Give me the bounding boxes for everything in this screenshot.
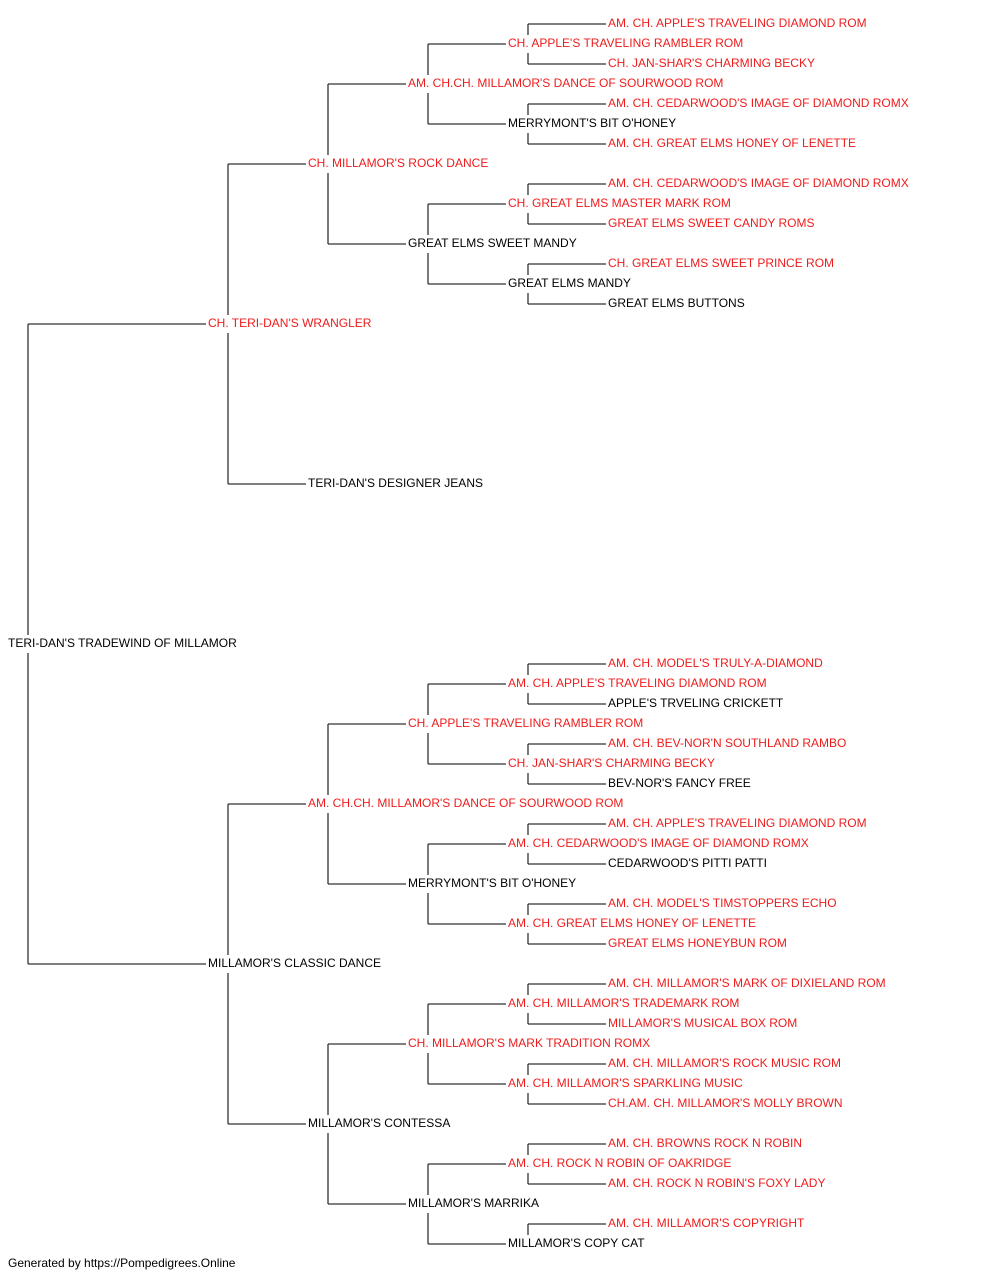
- dog-name-root-s-s-s-d-d: AM. CH. GREAT ELMS HONEY OF LENETTE: [608, 136, 856, 150]
- dog-name-root-d-s-s-d: CH. JAN-SHAR'S CHARMING BECKY: [508, 756, 715, 770]
- dog-name-root-d-s-d-d: AM. CH. GREAT ELMS HONEY OF LENETTE: [508, 916, 756, 930]
- dog-name-root-d-d-s-s-d: MILLAMOR'S MUSICAL BOX ROM: [608, 1016, 797, 1030]
- dog-name-root-s-s-d-s-d: GREAT ELMS SWEET CANDY ROMS: [608, 216, 814, 230]
- dog-name-root-s-s-s-s-s: AM. CH. APPLE'S TRAVELING DIAMOND ROM: [608, 16, 867, 30]
- dog-name-root-d: MILLAMOR'S CLASSIC DANCE: [208, 956, 381, 970]
- dog-name-root-d-s-d: MERRYMONT'S BIT O'HONEY: [408, 876, 576, 890]
- dog-name-root-d-s-s: CH. APPLE'S TRAVELING RAMBLER ROM: [408, 716, 643, 730]
- dog-name-root-s: CH. TERI-DAN'S WRANGLER: [208, 316, 372, 330]
- dog-name-root-s-s-d: GREAT ELMS SWEET MANDY: [408, 236, 577, 250]
- dog-name-root-d-s-d-s-s: AM. CH. APPLE'S TRAVELING DIAMOND ROM: [608, 816, 867, 830]
- dog-name-root-d-d-s-s: AM. CH. MILLAMOR'S TRADEMARK ROM: [508, 996, 739, 1010]
- dog-name-root-d-d-d-s-s: AM. CH. BROWNS ROCK N ROBIN: [608, 1136, 802, 1150]
- dog-name-root-d-d-d-d: MILLAMOR'S COPY CAT: [508, 1236, 645, 1250]
- dog-name-root-d-s-s-s-d: APPLE'S TRVELING CRICKETT: [608, 696, 784, 710]
- dog-name-root-d-s: AM. CH.CH. MILLAMOR'S DANCE OF SOURWOOD …: [308, 796, 623, 810]
- dog-name-root-s-s-d-s: CH. GREAT ELMS MASTER MARK ROM: [508, 196, 731, 210]
- dog-name-root-s-s-s-s-d: CH. JAN-SHAR'S CHARMING BECKY: [608, 56, 815, 70]
- dog-name-root-d-d-s-d-d: CH.AM. CH. MILLAMOR'S MOLLY BROWN: [608, 1096, 843, 1110]
- dog-name-root-d-s-d-d-s: AM. CH. MODEL'S TIMSTOPPERS ECHO: [608, 896, 837, 910]
- dog-name-root-d-s-d-s-d: CEDARWOOD'S PITTI PATTI: [608, 856, 767, 870]
- dog-name-root-d-s-s-d-d: BEV-NOR'S FANCY FREE: [608, 776, 751, 790]
- dog-name-root-d-s-s-d-s: AM. CH. BEV-NOR'N SOUTHLAND RAMBO: [608, 736, 846, 750]
- dog-name-root-s-s-d-d-s: CH. GREAT ELMS SWEET PRINCE ROM: [608, 256, 834, 270]
- dog-name-root-d-d-s-d-s: AM. CH. MILLAMOR'S ROCK MUSIC ROM: [608, 1056, 841, 1070]
- dog-name-root-s-s-d-d: GREAT ELMS MANDY: [508, 276, 631, 290]
- dog-name-root-d-d-s-s-s: AM. CH. MILLAMOR'S MARK OF DIXIELAND ROM: [608, 976, 886, 990]
- dog-name-root-d-s-d-s: AM. CH. CEDARWOOD'S IMAGE OF DIAMOND ROM…: [508, 836, 809, 850]
- dog-name-root-d-d-d-s-d: AM. CH. ROCK N ROBIN'S FOXY LADY: [608, 1176, 825, 1190]
- dog-name-root-d-s-s-s-s: AM. CH. MODEL'S TRULY-A-DIAMOND: [608, 656, 823, 670]
- dog-name-root-d-d-d: MILLAMOR'S MARRIKA: [408, 1196, 539, 1210]
- dog-name-root-d-s-d-d-d: GREAT ELMS HONEYBUN ROM: [608, 936, 787, 950]
- dog-name-root-s-s-d-s-s: AM. CH. CEDARWOOD'S IMAGE OF DIAMOND ROM…: [608, 176, 909, 190]
- dog-name-root-s-s: CH. MILLAMOR'S ROCK DANCE: [308, 156, 488, 170]
- dog-name-root-d-d-d-d-s: AM. CH. MILLAMOR'S COPYRIGHT: [608, 1216, 805, 1230]
- dog-name-root-s-s-s-d: MERRYMONT'S BIT O'HONEY: [508, 116, 676, 130]
- dog-name-root-d-d-s: CH. MILLAMOR'S MARK TRADITION ROMX: [408, 1036, 650, 1050]
- dog-name-root-s-d: TERI-DAN'S DESIGNER JEANS: [308, 476, 483, 490]
- dog-name-root-s-s-d-d-d: GREAT ELMS BUTTONS: [608, 296, 745, 310]
- footer-credit: Generated by https://Pompedigrees.Online: [8, 1256, 236, 1270]
- dog-name-root-d-d-d-s: AM. CH. ROCK N ROBIN OF OAKRIDGE: [508, 1156, 731, 1170]
- dog-name-root-d-d-s-d: AM. CH. MILLAMOR'S SPARKLING MUSIC: [508, 1076, 743, 1090]
- dog-name-root: TERI-DAN'S TRADEWIND OF MILLAMOR: [8, 636, 237, 650]
- dog-name-root-s-s-s-s: CH. APPLE'S TRAVELING RAMBLER ROM: [508, 36, 743, 50]
- dog-name-root-d-s-s-s: AM. CH. APPLE'S TRAVELING DIAMOND ROM: [508, 676, 767, 690]
- pedigree-tree: TERI-DAN'S TRADEWIND OF MILLAMOR CH. TERI…: [8, 16, 909, 1250]
- dog-name-root-s-s-s: AM. CH.CH. MILLAMOR'S DANCE OF SOURWOOD …: [408, 76, 723, 90]
- dog-name-root-s-s-s-d-s: AM. CH. CEDARWOOD'S IMAGE OF DIAMOND ROM…: [608, 96, 909, 110]
- dog-name-root-d-d: MILLAMOR'S CONTESSA: [308, 1116, 450, 1130]
